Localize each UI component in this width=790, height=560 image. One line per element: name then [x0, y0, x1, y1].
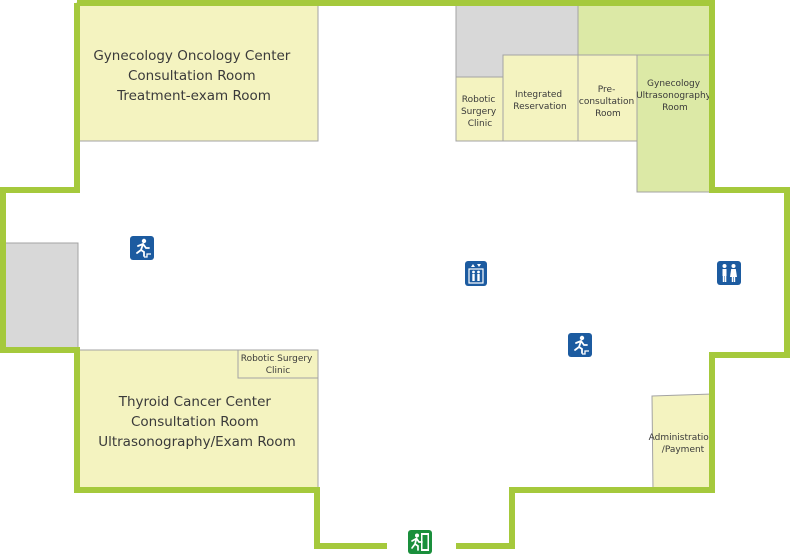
label-line: Consultation Room: [131, 414, 259, 430]
room-label-robotic-surgery-top: Robotic Surgery Clinic: [461, 95, 499, 129]
label-line: Room: [595, 109, 621, 119]
label-line: Robotic Surgery: [241, 354, 313, 364]
room-label-gynecology-oncology: Gynecology Oncology Center Consultation …: [93, 48, 294, 104]
label-line: Gynecology Oncology Center: [93, 48, 290, 64]
label-line: Thyroid Cancer Center: [118, 394, 272, 410]
building-outer-wall-left: [0, 3, 387, 549]
room-robotic-surgery-clinic-bottom[interactable]: [237, 349, 319, 379]
label-line: Reservation: [513, 102, 566, 112]
label-line: Treatment-exam Room: [116, 88, 271, 104]
emergency-exit-icon[interactable]: [408, 530, 432, 554]
room-label-pre-consultation: Pre- consultation Room: [579, 85, 637, 119]
room-label-administration: Administration /Payment: [649, 433, 718, 455]
label-line: Administration: [649, 433, 715, 443]
label-line: Robotic: [462, 95, 496, 105]
room-integrated-reservation[interactable]: [502, 54, 579, 142]
room-label-robotic-surgery-bottom: Robotic Surgery Clinic: [241, 354, 316, 376]
elevator-icon[interactable]: [465, 261, 487, 286]
label-line: Ultrasonography: [636, 91, 712, 101]
label-line: Integrated: [515, 90, 562, 100]
room-label-integrated-reservation: Integrated Reservation: [513, 90, 566, 112]
label-line: Surgery: [461, 107, 497, 117]
label-line: consultation: [579, 97, 634, 107]
building-outer-wall: [77, 0, 790, 549]
label-line: Pre-: [598, 85, 616, 95]
label-line: Room: [662, 103, 688, 113]
emergency-stairs-icon[interactable]: [568, 333, 592, 357]
label-line: Ultrasonography/Exam Room: [98, 434, 296, 450]
room-label-gynecology-ultrasonography: Gynecology Ultrasonography Room: [636, 79, 714, 113]
label-line: Clinic: [468, 119, 492, 129]
room-robotic-surgery-clinic-top[interactable]: [455, 76, 504, 142]
room-gynecology-ultrasonography[interactable]: [578, 3, 712, 55]
room-label-thyroid: Thyroid Cancer Center Consultation Room …: [98, 394, 296, 450]
room-gynecology-oncology-center[interactable]: [76, 2, 319, 142]
label-line: Consultation Room: [128, 68, 256, 84]
emergency-stairs-icon[interactable]: [130, 236, 154, 260]
room-pre-consultation[interactable]: [577, 54, 638, 142]
room-gynecology-ultrasonography-lower[interactable]: [636, 54, 713, 193]
label-line: Clinic: [266, 366, 290, 376]
label-line: Gynecology: [647, 79, 701, 89]
restroom-icon[interactable]: [717, 261, 741, 285]
unassigned-area-left: [2, 242, 79, 351]
label-line: /Payment: [662, 445, 705, 455]
